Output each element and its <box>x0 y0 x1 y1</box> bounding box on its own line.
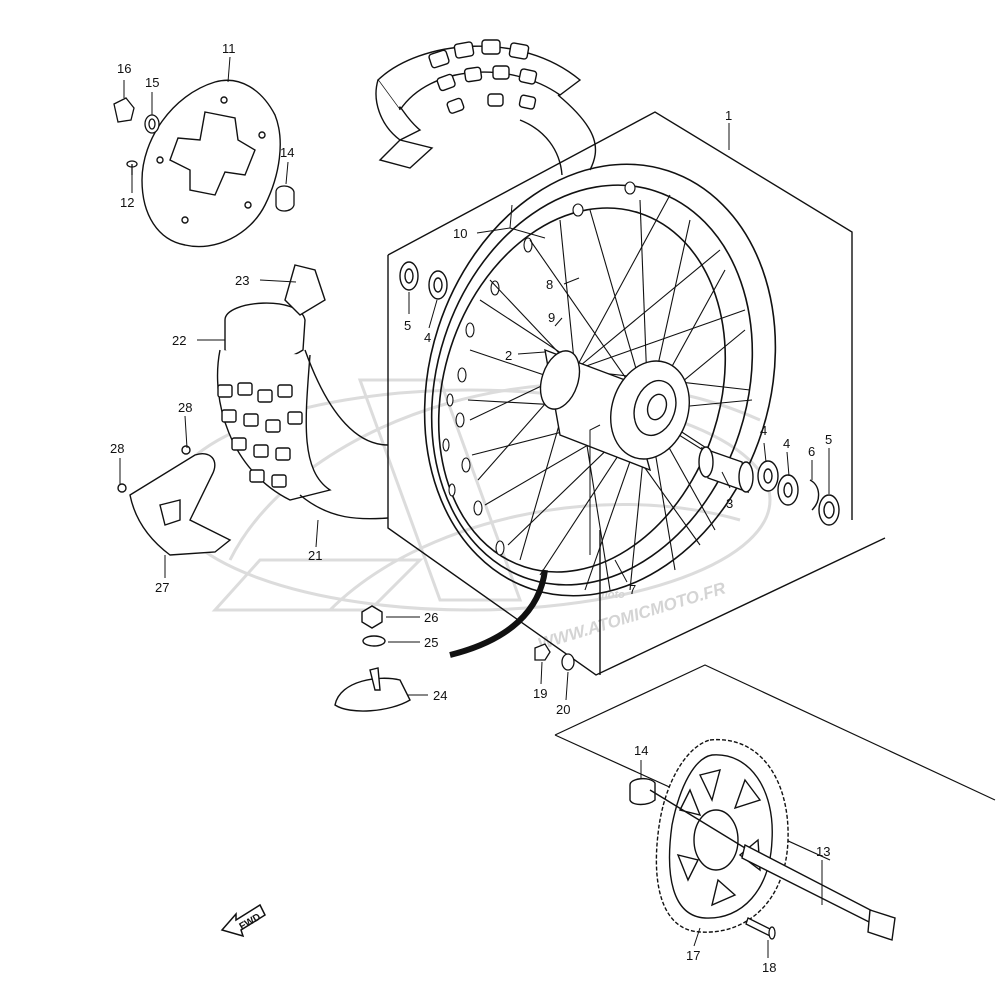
callout-22: 22 <box>172 333 186 348</box>
right-bearings <box>757 460 840 526</box>
rear-sprocket <box>629 739 789 933</box>
rim-lock <box>334 605 411 712</box>
callout-27: 27 <box>155 580 169 595</box>
callout-26: 26 <box>424 610 438 625</box>
callout-5-left: 5 <box>404 318 411 333</box>
callout-19: 19 <box>533 686 547 701</box>
callout-4-right-b: 4 <box>783 436 790 451</box>
tire <box>375 39 597 176</box>
callout-13: 13 <box>816 844 830 859</box>
callout-16: 16 <box>117 61 131 76</box>
callout-15: 15 <box>145 75 159 90</box>
callout-5-right: 5 <box>825 432 832 447</box>
callout-14-top: 14 <box>280 145 294 160</box>
callout-6: 6 <box>808 444 815 459</box>
rim-band <box>449 569 548 658</box>
callout-12: 12 <box>120 195 134 210</box>
callout-7: 7 <box>629 582 636 597</box>
callout-18: 18 <box>762 960 776 975</box>
callout-21: 21 <box>308 548 322 563</box>
callout-labels: 1 2 3 4 4 4 5 5 6 7 8 9 10 11 12 13 14 1… <box>110 41 832 975</box>
fwd-label: FWD <box>238 912 263 933</box>
callout-9: 9 <box>548 310 555 325</box>
callout-14-bottom: 14 <box>634 743 648 758</box>
rear-axle <box>649 789 896 941</box>
callout-24: 24 <box>433 688 447 703</box>
callout-20: 20 <box>556 702 570 717</box>
callout-1: 1 <box>725 108 732 123</box>
callout-4-left: 4 <box>424 330 431 345</box>
callout-10: 10 <box>453 226 467 241</box>
left-bearings <box>399 261 448 300</box>
callout-28-b: 28 <box>110 441 124 456</box>
hub <box>539 348 691 472</box>
wheel-assembly-frame <box>387 111 886 676</box>
sprocket-bolt <box>745 917 776 940</box>
callout-8: 8 <box>546 277 553 292</box>
spoke-nipples <box>534 643 575 671</box>
callout-28-a: 28 <box>178 400 192 415</box>
rim-holes <box>442 181 636 556</box>
brake-disc <box>141 79 281 248</box>
wheel-collar <box>698 446 754 494</box>
callout-25: 25 <box>424 635 438 650</box>
callout-23: 23 <box>235 273 249 288</box>
callout-2: 2 <box>505 348 512 363</box>
leader-lines <box>119 56 830 958</box>
fwd-arrow-icon: FWD <box>220 903 266 938</box>
inner-tube <box>216 264 389 520</box>
callout-17: 17 <box>686 948 700 963</box>
disc-hardware <box>113 97 295 212</box>
callout-3: 3 <box>726 496 733 511</box>
callout-4-right-a: 4 <box>760 423 767 438</box>
rim <box>423 163 777 597</box>
chain-guard <box>117 445 232 556</box>
callout-11: 11 <box>222 41 236 56</box>
